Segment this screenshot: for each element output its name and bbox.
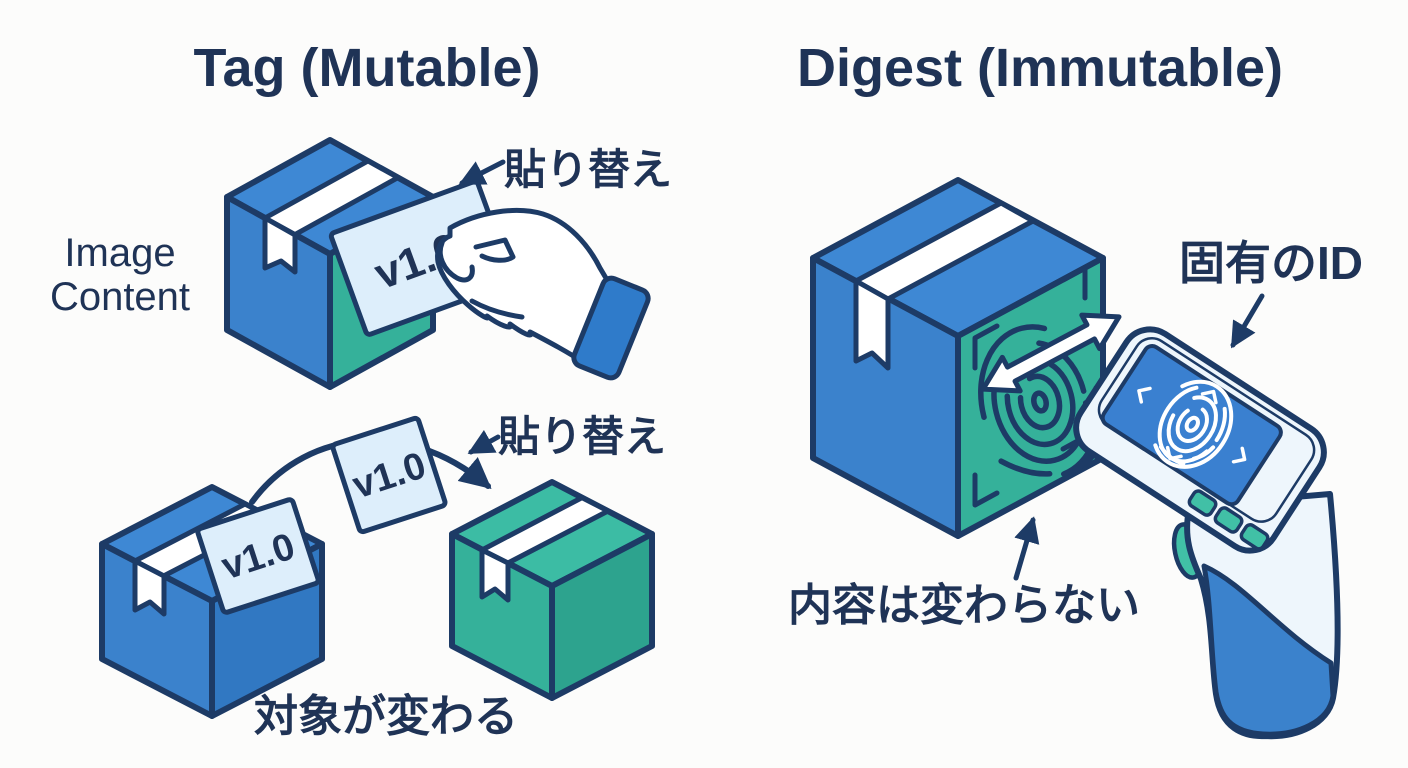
scan-double-arrow-icon [980,312,1122,394]
left-panel-title: Tag (Mutable) [194,38,541,98]
image-content-label-line2: Content [50,275,190,319]
right-panel-title: Digest (Immutable) [797,38,1283,98]
tape-flap [262,215,298,275]
tape-flap [132,558,167,617]
scanner-grip [1201,563,1336,737]
right-panel: Digest (Immutable) [788,38,1363,740]
unique-id-annotation: 固有のID [1179,237,1363,289]
scanner-head [1073,326,1327,554]
barcode-scanner-icon [1073,326,1341,740]
image-content-label-line1: Image [64,231,175,275]
scanner-fingerprint-icon [1151,379,1234,469]
hand-icon [435,207,651,381]
content-unchanged-caption: 内容は変わらない [788,580,1140,630]
version-sticker-flying: v1.0 [330,415,448,535]
relabel-annotation-bottom: 貼り替え [498,413,666,460]
target-changes-caption: 対象が変わる [254,691,518,741]
scanner-buttons [1187,489,1270,551]
annotation-arrow-relabel-bottom [467,429,501,455]
tape-flap [479,547,511,603]
annotation-arrow-relabel-top [458,159,506,186]
annotation-arrow-unique-id [1230,293,1265,349]
version-sticker: v1.0 [195,497,321,615]
sleeve-cuff [571,275,651,381]
relabel-annotation-top: 貼り替え [504,146,672,193]
target-box-icon [449,479,655,701]
left-panel: Tag (Mutable) Image Content v1.0 [50,38,672,741]
digest-box-icon [810,177,1106,539]
annotation-arrow-content-unchanged [1013,516,1040,581]
tape-flap [853,278,891,371]
